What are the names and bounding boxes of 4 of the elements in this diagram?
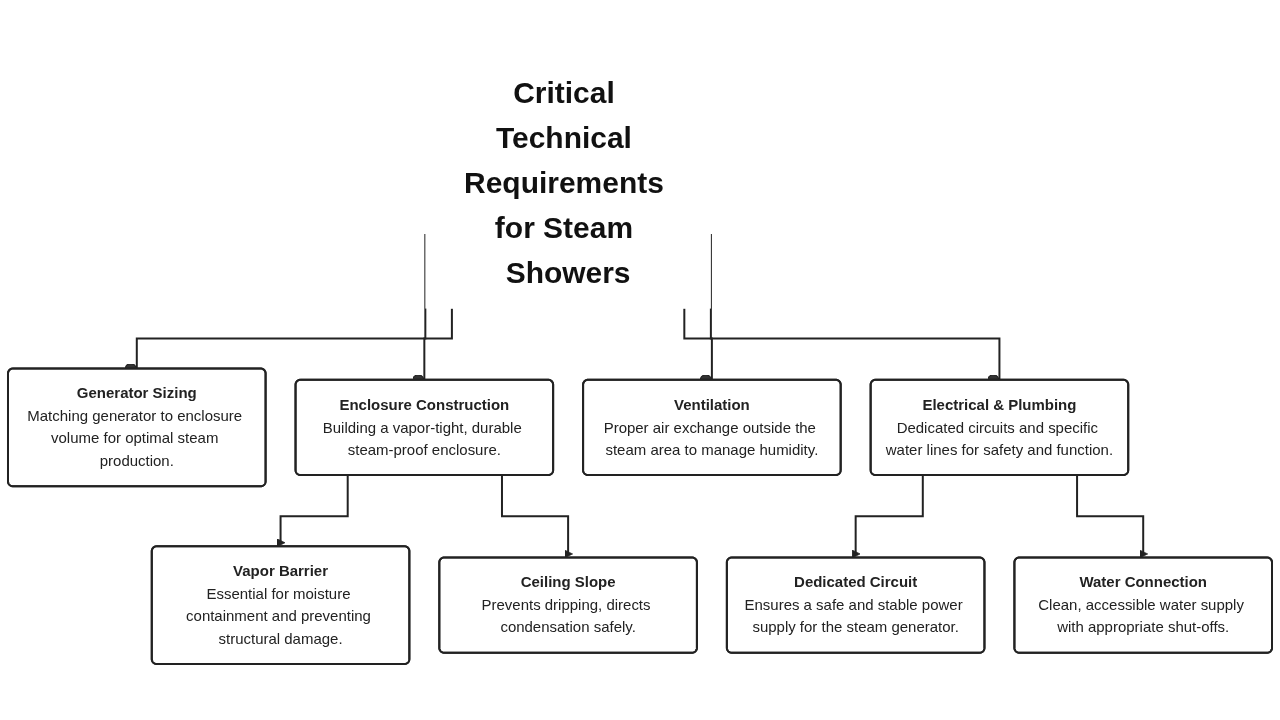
arrow xyxy=(1076,474,1149,559)
arrow xyxy=(851,474,924,559)
arrow xyxy=(501,474,573,559)
arrow xyxy=(276,474,349,548)
